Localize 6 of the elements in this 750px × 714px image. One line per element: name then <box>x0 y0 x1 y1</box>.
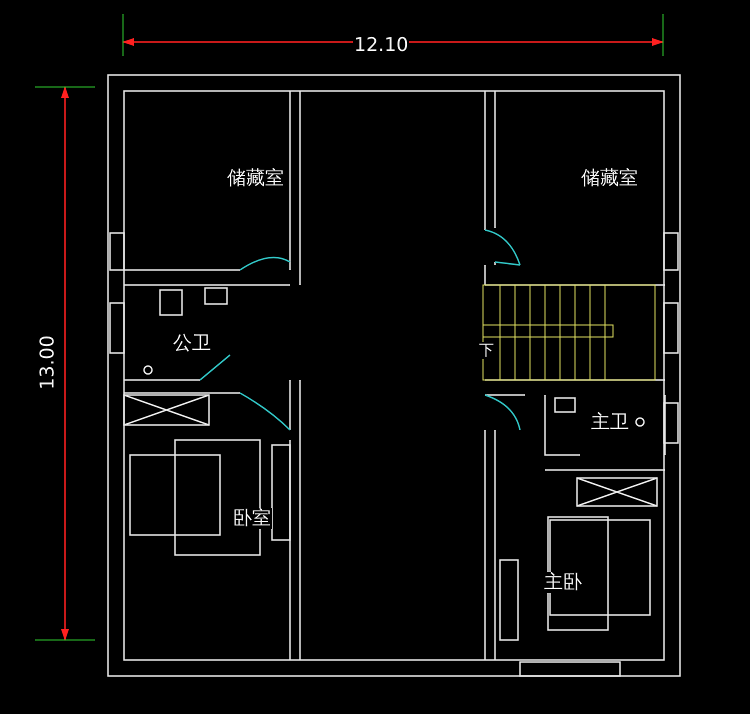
room-label: 储藏室 <box>226 168 285 189</box>
room-label: 公卫 <box>172 333 212 354</box>
room-label: 卧室 <box>232 508 272 529</box>
stair-direction-text: 下 <box>478 342 495 359</box>
room-label: 主卧 <box>543 572 583 593</box>
room-label: 储藏室 <box>580 168 639 189</box>
